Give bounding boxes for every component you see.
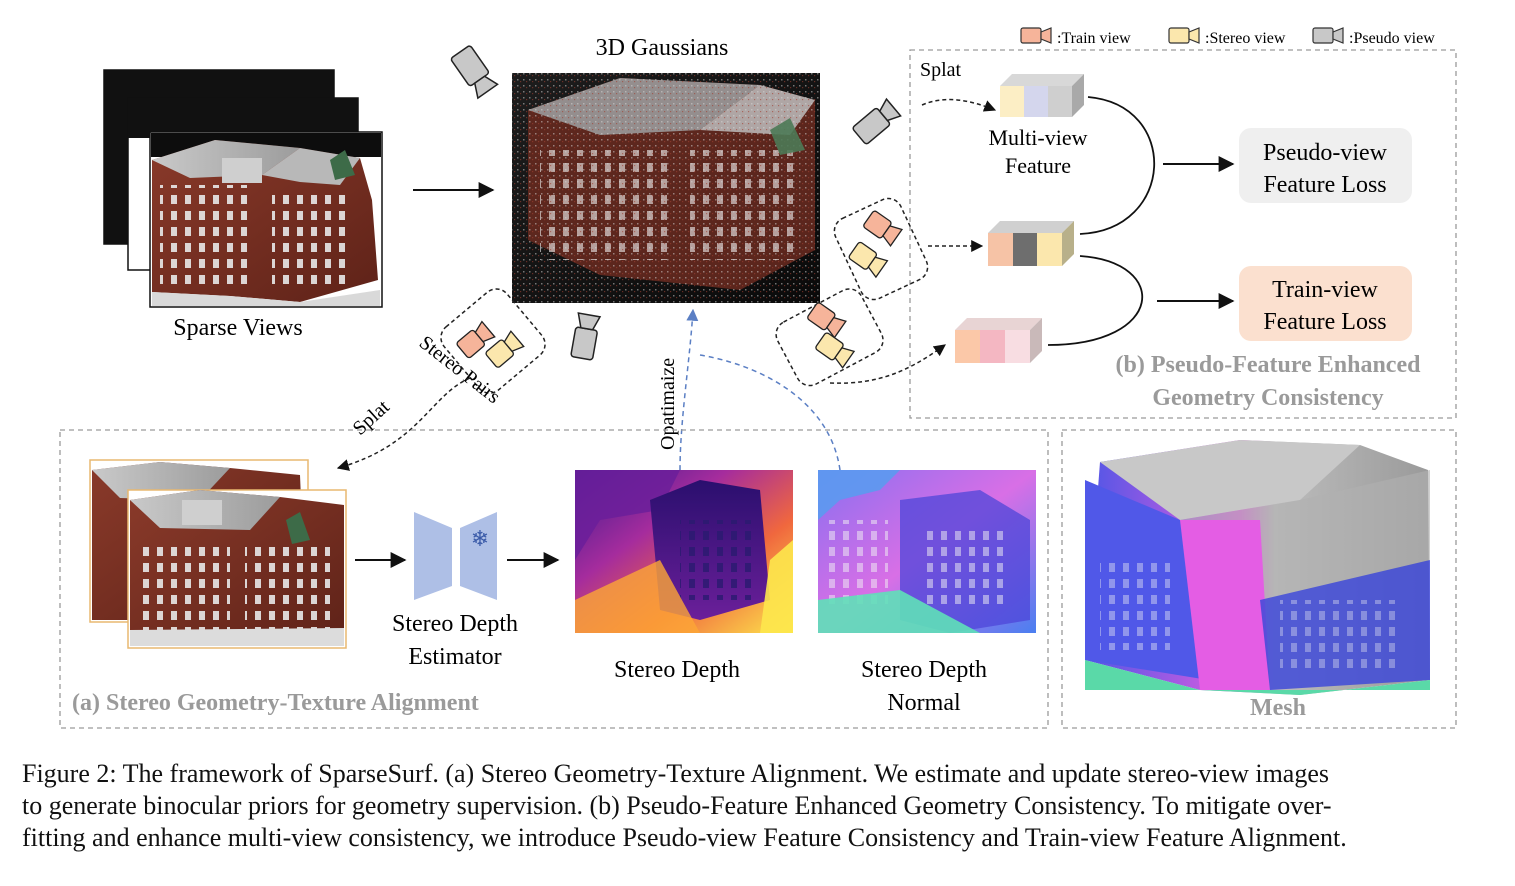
estimator-line1: Stereo Depth bbox=[392, 611, 518, 637]
stereo-normal-image bbox=[818, 470, 1036, 633]
gaussians-title: 3D Gaussians bbox=[596, 35, 729, 61]
camera-icon-top-left bbox=[450, 45, 499, 100]
panel-b-title-line1: (b) Pseudo-Feature Enhanced bbox=[1116, 352, 1422, 378]
mixed-feature-block bbox=[988, 221, 1074, 266]
arrow-optimize-from-depth bbox=[679, 308, 699, 471]
mesh-label: Mesh bbox=[1250, 695, 1306, 721]
pseudo-camera-icon bbox=[1312, 27, 1344, 44]
sparse-views-label: Sparse Views bbox=[173, 315, 302, 341]
camera-icon-bottom bbox=[570, 312, 602, 361]
bracket-upper bbox=[1079, 96, 1156, 235]
legend-stereo-view: :Stereo view bbox=[1168, 27, 1286, 47]
stereo-camera-group-upper bbox=[833, 197, 929, 301]
stereo-normal-line1: Stereo Depth bbox=[861, 657, 987, 683]
panel-a-border bbox=[59, 429, 1049, 729]
train-feature-block bbox=[955, 318, 1042, 363]
panel-a-title: (a) Stereo Geometry-Texture Alignment bbox=[72, 690, 479, 716]
stereo-camera-group-lower bbox=[775, 288, 884, 387]
caption-line-3: fitting and enhance multi-view consisten… bbox=[22, 823, 1347, 852]
caption-line-1: Figure 2: The framework of SparseSurf. (… bbox=[22, 759, 1329, 788]
splat-bottom-label: Splat bbox=[349, 396, 395, 440]
gaussians-block: 3D Gaussians bbox=[512, 35, 820, 303]
pseudo-loss-line2: Feature Loss bbox=[1263, 172, 1386, 198]
multiview-feature-line1: Multi-view bbox=[989, 125, 1088, 150]
arrow-optimize-from-normal bbox=[699, 354, 841, 471]
arrow-splat-to-stereo-images bbox=[336, 377, 471, 471]
stereo-normal-line2: Normal bbox=[887, 690, 961, 716]
panel-b-title-line2: Geometry Consistency bbox=[1152, 385, 1383, 411]
legend-pseudo-view: :Pseudo view bbox=[1312, 27, 1435, 47]
sparse-views-stack: Sparse Views bbox=[103, 69, 383, 341]
mesh-panel-border bbox=[1061, 429, 1457, 729]
legend-train-view: :Train view bbox=[1020, 27, 1131, 47]
arrow-stereo-to-train-feature bbox=[829, 344, 946, 384]
train-camera-icon bbox=[1020, 27, 1052, 44]
estimator-line2: Estimator bbox=[408, 644, 501, 670]
bracket-lower bbox=[1047, 255, 1144, 346]
multiview-feature-line2: Feature bbox=[1005, 153, 1071, 178]
train-loss-line1: Train-view bbox=[1272, 277, 1378, 303]
legend-pseudo-label: :Pseudo view bbox=[1349, 30, 1435, 47]
framework-figure: :Train view :Stereo view :Pseudo view bbox=[59, 27, 1457, 729]
splat-top-label: Splat bbox=[920, 59, 962, 81]
stereo-depth-image bbox=[575, 470, 793, 633]
arrow-splat-to-multiview bbox=[921, 98, 997, 112]
stereo-depth-label: Stereo Depth bbox=[614, 657, 740, 683]
stereo-camera-icon bbox=[1168, 27, 1200, 44]
stereo-depth-estimator: ❄ Stereo Depth Estimator bbox=[392, 512, 518, 670]
pseudo-loss-line1: Pseudo-view bbox=[1263, 140, 1388, 166]
caption-line-2: to generate binocular priors for geometr… bbox=[22, 791, 1332, 820]
figure-caption: Figure 2: The framework of SparseSurf. (… bbox=[22, 758, 1515, 854]
pseudo-view-loss-box: Pseudo-view Feature Loss bbox=[1239, 128, 1412, 203]
snowflake-icon: ❄ bbox=[471, 526, 489, 551]
stereo-images-pair bbox=[89, 459, 347, 649]
multiview-feature-block: Multi-view Feature bbox=[989, 74, 1088, 178]
mesh-image bbox=[1085, 440, 1430, 695]
legend-stereo-label: :Stereo view bbox=[1205, 30, 1286, 47]
panel-b-border bbox=[909, 49, 1457, 419]
building-image bbox=[151, 133, 381, 306]
legend-train-label: :Train view bbox=[1057, 30, 1131, 47]
camera-icon-right bbox=[852, 97, 902, 145]
train-loss-line2: Feature Loss bbox=[1263, 309, 1386, 335]
optimize-label: Opatimaize bbox=[657, 358, 679, 450]
legend: :Train view :Stereo view :Pseudo view bbox=[1020, 27, 1435, 47]
train-view-loss-box: Train-view Feature Loss bbox=[1239, 266, 1412, 341]
